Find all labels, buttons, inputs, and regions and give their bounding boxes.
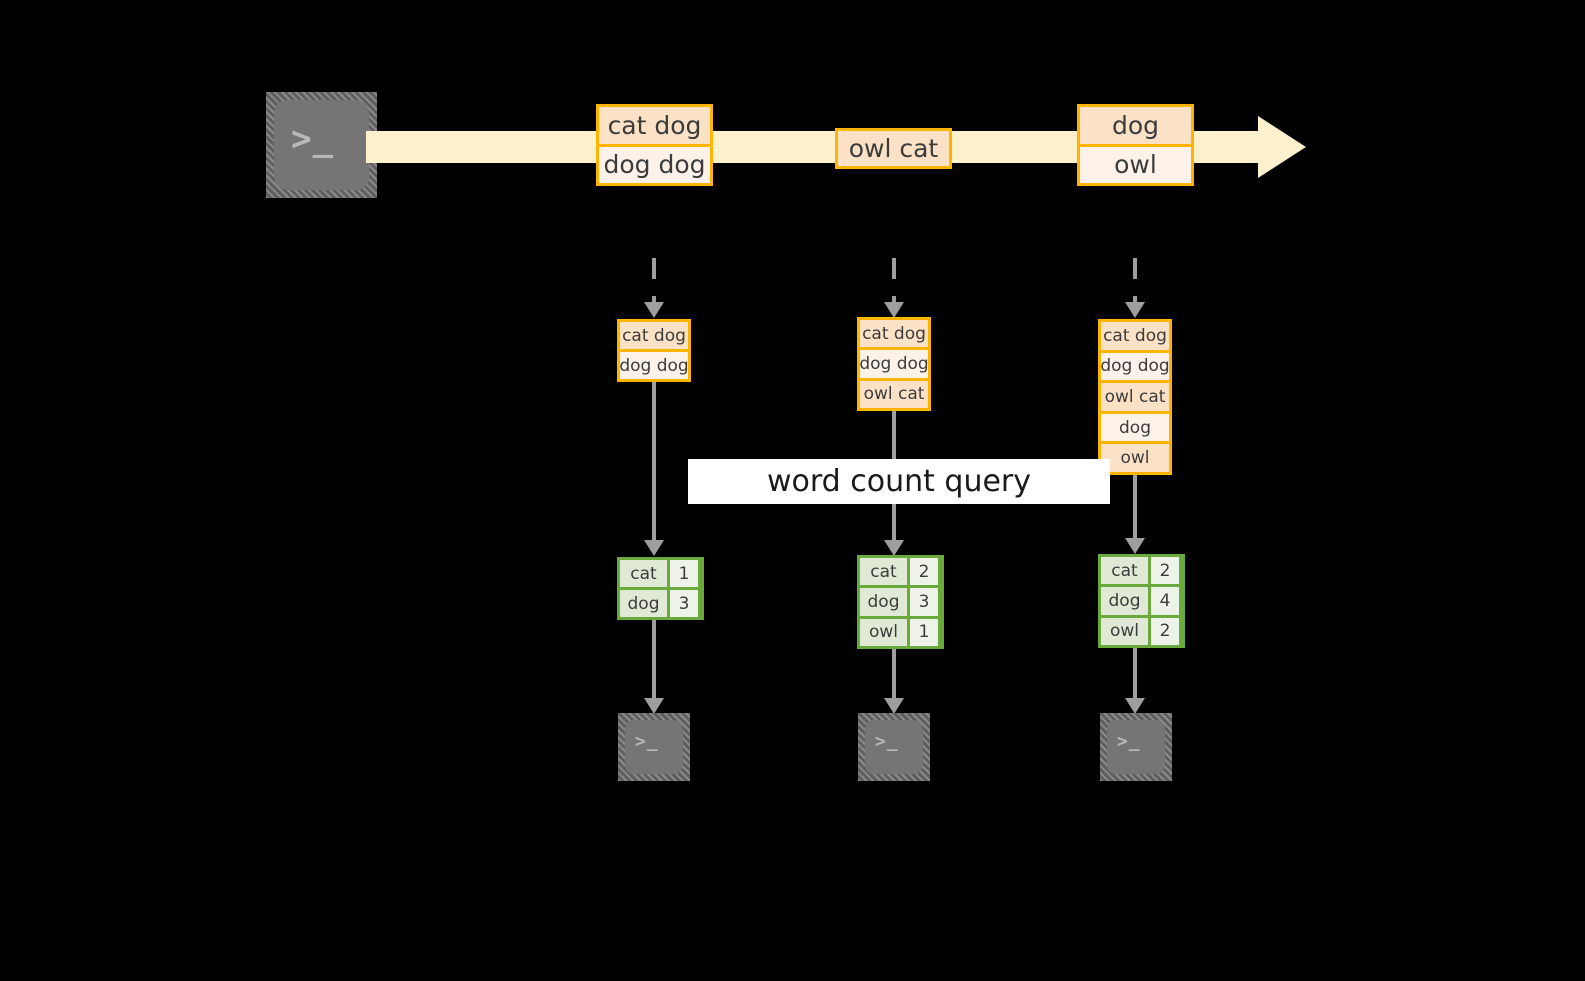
- connector-arrowhead: [644, 698, 664, 714]
- snapshot-2-count-table[interactable]: cat 2 dog 3 owl 1: [857, 555, 944, 649]
- stream-record-line: owl cat: [838, 131, 949, 166]
- count-row: cat 2: [860, 558, 941, 586]
- count-row: dog 3: [620, 587, 701, 617]
- snapshot-2-sink-terminal-icon[interactable]: >_: [858, 713, 930, 781]
- count-word: dog: [860, 588, 907, 616]
- connector-arrowhead: [1125, 698, 1145, 714]
- stack-line: dog dog: [619, 349, 689, 379]
- snapshot-2-sink-arrow: [884, 649, 904, 715]
- stream-record-line: dog dog: [599, 143, 710, 183]
- connector-line: [1133, 475, 1137, 540]
- snapshot-1-input-stack[interactable]: cat dog dog dog: [617, 319, 691, 382]
- snapshot-3-count-table[interactable]: cat 2 dog 4 owl 2: [1098, 554, 1185, 648]
- query-label-banner: word count query: [688, 459, 1110, 504]
- count-word: cat: [860, 558, 907, 586]
- snapshot-3-sink-terminal-icon[interactable]: >_: [1100, 713, 1172, 781]
- count-row: dog 4: [1101, 584, 1182, 615]
- query-label: word count query: [766, 464, 1032, 499]
- stack-line: cat dog: [620, 322, 688, 349]
- count-row: dog 3: [860, 585, 941, 616]
- terminal-screen: >_: [865, 720, 923, 774]
- count-word: cat: [1101, 557, 1148, 585]
- connector-arrowhead: [1125, 538, 1145, 554]
- count-word: dog: [1101, 587, 1148, 615]
- connector-arrowhead: [644, 540, 664, 556]
- snapshot-2-feed-arrow: [884, 258, 904, 320]
- stream-record-group-3[interactable]: dog owl: [1077, 104, 1194, 186]
- snapshot-1-feed-arrow: [644, 258, 664, 320]
- count-value: 3: [667, 590, 698, 617]
- connector-line: [652, 382, 656, 542]
- terminal-prompt-glyph: >_: [634, 730, 659, 752]
- connector-arrowhead: [884, 698, 904, 714]
- snapshot-3-feed-arrow: [1125, 258, 1145, 320]
- count-word: owl: [860, 618, 907, 646]
- count-row: owl 1: [860, 615, 941, 646]
- count-row: owl 2: [1101, 614, 1182, 645]
- count-row: cat 1: [620, 560, 701, 587]
- stream-record-line: owl: [1080, 143, 1191, 183]
- count-value: 2: [1148, 617, 1179, 645]
- snapshot-3-query-arrow: [1125, 475, 1145, 555]
- count-word: owl: [1101, 617, 1148, 645]
- count-row: cat 2: [1101, 557, 1182, 585]
- stream-record-group-1[interactable]: cat dog dog dog: [596, 104, 713, 186]
- terminal-prompt-glyph: >_: [291, 118, 335, 159]
- connector-line: [1133, 258, 1137, 304]
- stream-record-group-2[interactable]: owl cat: [835, 128, 952, 169]
- count-word: dog: [620, 590, 667, 617]
- count-value: 2: [907, 558, 938, 586]
- stack-line: dog dog: [1100, 349, 1170, 381]
- count-value: 1: [667, 560, 698, 587]
- snapshot-1-count-table[interactable]: cat 1 dog 3: [617, 557, 704, 620]
- connector-line: [892, 258, 896, 304]
- connector-line: [1133, 648, 1137, 700]
- count-word: cat: [620, 560, 667, 587]
- snapshot-1-sink-arrow: [644, 620, 664, 715]
- connector-arrowhead: [1125, 302, 1145, 318]
- count-value: 2: [1148, 557, 1179, 585]
- stream-record-line: dog: [1080, 107, 1191, 144]
- stack-line: cat dog: [1101, 322, 1169, 350]
- stack-line: owl cat: [860, 377, 928, 408]
- terminal-screen: >_: [625, 720, 683, 774]
- stack-line: owl cat: [1101, 380, 1169, 411]
- terminal-screen: >_: [274, 100, 369, 190]
- connector-line: [652, 258, 656, 304]
- count-value: 4: [1148, 587, 1179, 615]
- terminal-prompt-glyph: >_: [874, 730, 899, 752]
- connector-arrowhead: [644, 302, 664, 318]
- stack-line: owl: [1101, 441, 1169, 472]
- connector-arrowhead: [884, 540, 904, 556]
- source-terminal-icon[interactable]: >_: [266, 92, 377, 198]
- stack-line: dog: [1101, 410, 1169, 442]
- snapshot-3-sink-arrow: [1125, 648, 1145, 715]
- stream-record-line: cat dog: [599, 107, 710, 144]
- count-value: 1: [907, 618, 938, 646]
- connector-arrowhead: [884, 302, 904, 318]
- snapshot-1-query-arrow: [644, 382, 664, 557]
- snapshot-3-input-stack[interactable]: cat dog dog dog owl cat dog owl: [1098, 319, 1172, 475]
- stack-line: cat dog: [860, 320, 928, 348]
- snapshot-2-input-stack[interactable]: cat dog dog dog owl cat: [857, 317, 931, 411]
- snapshot-1-sink-terminal-icon[interactable]: >_: [618, 713, 690, 781]
- stream-arrow-head: [1258, 116, 1306, 178]
- connector-line: [652, 620, 656, 700]
- connector-line: [892, 649, 896, 700]
- terminal-prompt-glyph: >_: [1116, 730, 1141, 752]
- terminal-screen: >_: [1107, 720, 1165, 774]
- stack-line: dog dog: [859, 347, 929, 378]
- count-value: 3: [907, 588, 938, 616]
